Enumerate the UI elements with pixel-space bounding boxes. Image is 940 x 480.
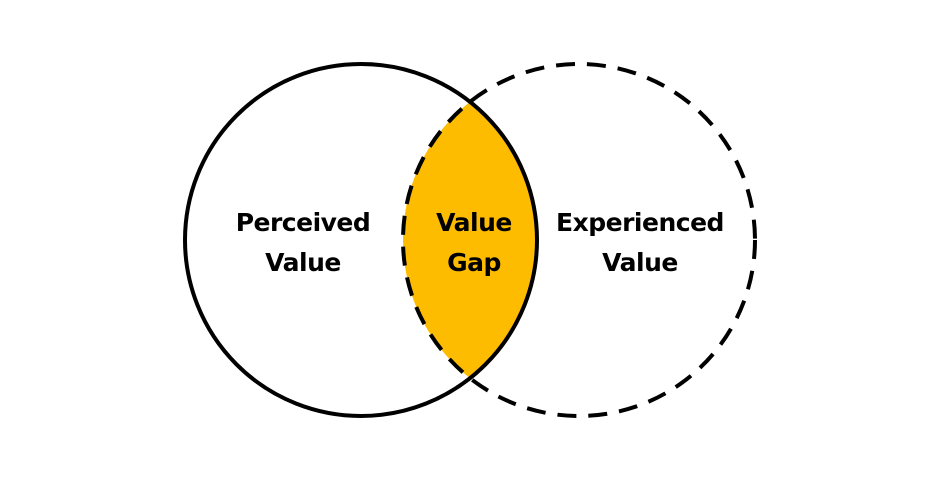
perceived-value-label-line1: Perceived <box>236 208 371 237</box>
experienced-value-label-line1: Experienced <box>556 208 724 237</box>
perceived-value-label-line2: Value <box>265 248 341 277</box>
experienced-value-circle <box>401 62 757 418</box>
value-gap-region <box>403 64 537 416</box>
perceived-value-circle <box>183 62 539 418</box>
value-gap-label-line2: Gap <box>447 248 501 277</box>
value-gap-label-line1: Value <box>436 208 512 237</box>
experienced-value-label-line2: Value <box>602 248 678 277</box>
